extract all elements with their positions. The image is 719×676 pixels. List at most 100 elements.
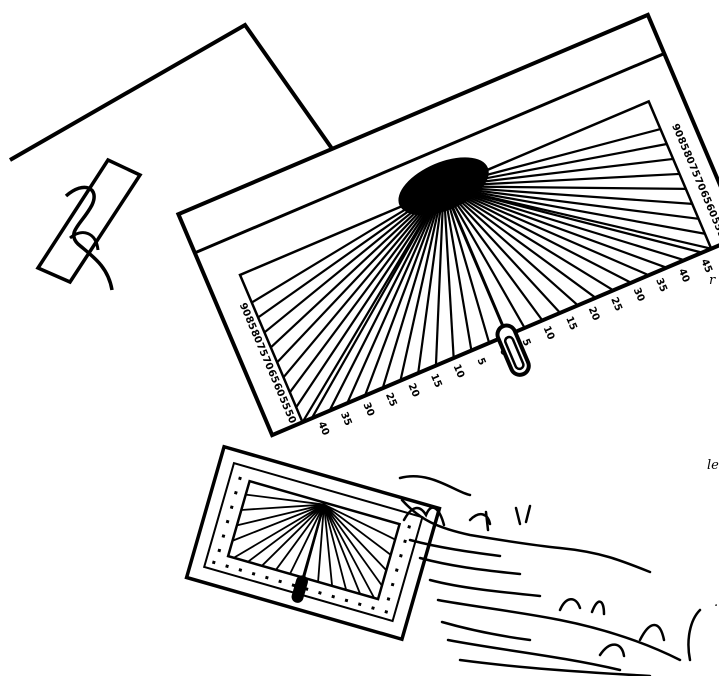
small-fan-line bbox=[232, 503, 325, 542]
fan-line bbox=[442, 186, 491, 344]
small-scale-mark bbox=[371, 606, 375, 610]
small-scale-mark bbox=[384, 610, 389, 614]
small-scale-mark bbox=[265, 575, 269, 580]
bottom-scale-label: 35 bbox=[653, 277, 669, 294]
small-scale-mark bbox=[225, 519, 230, 524]
fan-line bbox=[443, 185, 667, 269]
small-scale-mark bbox=[278, 579, 282, 584]
fan-line bbox=[417, 186, 445, 374]
small-fan-line bbox=[323, 504, 348, 591]
fan-line bbox=[363, 185, 445, 397]
small-scale-mark bbox=[229, 505, 234, 510]
right-scale-label: 65 bbox=[697, 189, 713, 206]
small-scale-mark bbox=[225, 564, 229, 569]
plumb-string bbox=[442, 187, 508, 335]
bottom-scale-label: 15 bbox=[563, 315, 579, 332]
small-scale-mark bbox=[233, 490, 238, 495]
small-scale-mark bbox=[394, 568, 399, 572]
small-scale-mark bbox=[407, 525, 412, 529]
small-scale-mark bbox=[238, 476, 242, 481]
fan-line bbox=[443, 185, 632, 284]
small-scale-mark bbox=[390, 582, 395, 587]
fan-line bbox=[442, 185, 561, 314]
small-scale-mark bbox=[221, 534, 226, 538]
small-fan-line bbox=[317, 504, 325, 582]
bottom-scale-label: 10 bbox=[541, 324, 557, 341]
small-fan-line bbox=[323, 504, 362, 595]
fan-line bbox=[442, 185, 579, 307]
paper-clip-weight bbox=[495, 323, 531, 377]
fan-line bbox=[346, 185, 445, 404]
bottom-scale-label: 30 bbox=[360, 401, 376, 418]
small-fan-line bbox=[323, 503, 392, 556]
left-scale-label: 65 bbox=[265, 368, 281, 385]
fan-line bbox=[443, 185, 712, 250]
small-fan-line bbox=[241, 503, 325, 511]
bottom-scale-label: 5 bbox=[519, 337, 532, 348]
bottom-scale-label: 35 bbox=[338, 411, 354, 428]
plumb-fan-lines bbox=[251, 127, 712, 423]
bottom-scale-label: 40 bbox=[315, 420, 331, 437]
right-scale-label: 85 bbox=[675, 136, 691, 153]
fan-line bbox=[442, 185, 526, 329]
fan-line bbox=[442, 185, 544, 322]
right-scale-label: 70 bbox=[692, 176, 708, 193]
bottom-scale-label: 5 bbox=[474, 356, 487, 367]
small-fan-line bbox=[323, 504, 383, 587]
small-scale-mark bbox=[344, 598, 349, 603]
fan-line bbox=[443, 185, 699, 220]
fan-line bbox=[443, 185, 650, 277]
clipped-label-le: le bbox=[707, 458, 719, 473]
bottom-scale-label: 25 bbox=[608, 296, 624, 313]
left-scale-label: 75 bbox=[254, 341, 270, 358]
left-scale-label: 90 bbox=[237, 301, 253, 318]
left-scale-label: 60 bbox=[271, 381, 287, 398]
small-scale-mark bbox=[331, 594, 336, 599]
fan-line bbox=[434, 186, 445, 366]
small-fan-lines bbox=[232, 493, 396, 599]
clinometer-on-slope bbox=[184, 444, 442, 642]
small-scale-mark bbox=[403, 539, 407, 544]
small-fan-line bbox=[323, 503, 387, 571]
background-card-outline bbox=[9, 22, 342, 162]
small-fan-line bbox=[275, 504, 325, 571]
bottom-scale-label: 40 bbox=[676, 267, 692, 284]
bottom-scale-label: 20 bbox=[406, 382, 422, 399]
small-scale-mark bbox=[238, 568, 243, 572]
small-fan-line bbox=[323, 503, 396, 541]
degree-scale-labels: 4035302520151050510152025303540459085807… bbox=[237, 122, 719, 437]
fan-line bbox=[443, 185, 685, 262]
fan-hub bbox=[398, 157, 489, 216]
right-scale-label: 55 bbox=[709, 216, 719, 233]
right-scale-label: 80 bbox=[680, 149, 696, 166]
right-scale-label: 90 bbox=[669, 122, 685, 139]
left-scale-label: 50 bbox=[282, 408, 298, 425]
left-scale-label: 70 bbox=[259, 355, 275, 372]
bottom-scale-label: 45 bbox=[698, 258, 714, 275]
right-scale-label: 75 bbox=[686, 162, 702, 179]
small-clip-weight bbox=[291, 575, 308, 603]
small-fan-line bbox=[236, 503, 325, 527]
fan-line bbox=[310, 185, 445, 419]
ground-slope bbox=[398, 475, 702, 676]
fan-line bbox=[443, 185, 686, 190]
fan-line bbox=[443, 185, 706, 235]
small-fan-line bbox=[233, 503, 325, 559]
fan-line bbox=[288, 185, 445, 393]
fan-line bbox=[381, 186, 445, 389]
card-fold-line bbox=[194, 52, 665, 255]
bottom-scale-label: 10 bbox=[451, 363, 467, 380]
right-scale-label: 60 bbox=[703, 202, 719, 219]
clipped-label-dot: . bbox=[714, 595, 719, 610]
right-scale-label: 50 bbox=[714, 229, 719, 246]
fan-line bbox=[443, 185, 693, 205]
fan-line bbox=[442, 186, 473, 351]
bottom-scale-label: 15 bbox=[428, 372, 444, 389]
small-fan-line bbox=[247, 503, 325, 563]
small-scale-mark bbox=[251, 571, 256, 576]
tape-clip bbox=[35, 157, 143, 291]
left-scale-label: 80 bbox=[248, 328, 264, 345]
clinometer-card: 4035302520151050510152025303540459085807… bbox=[175, 12, 719, 438]
fan-line bbox=[328, 185, 445, 412]
